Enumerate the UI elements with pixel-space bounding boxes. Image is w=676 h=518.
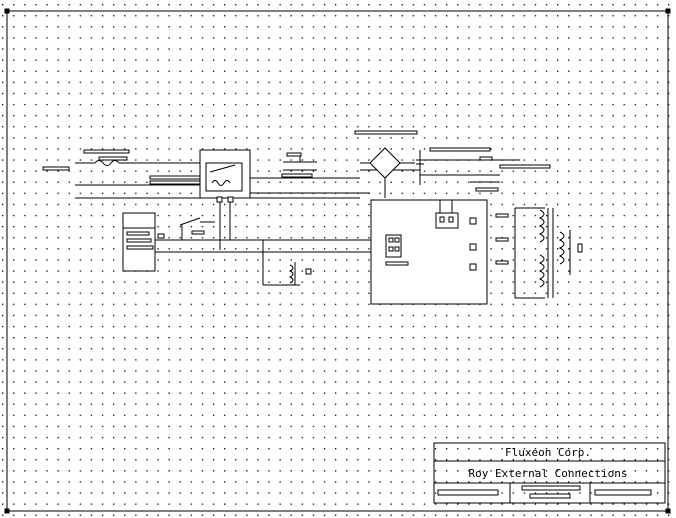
switch-s2 — [179, 217, 215, 240]
title-drawing-name: Roy External Connections — [469, 467, 628, 480]
enclosure-box — [370, 199, 488, 305]
title-company: Fluxeon Corp. — [505, 446, 591, 459]
transformer-t1 — [495, 207, 583, 299]
relay-k1 — [199, 149, 251, 250]
output-cluster — [416, 147, 551, 192]
drawing-frame — [4, 8, 671, 514]
controller-module — [122, 212, 385, 272]
bridge-rectifier — [354, 130, 418, 198]
switch-s1 — [281, 152, 317, 178]
coil-l1 — [262, 240, 312, 286]
title-block: Fluxeon Corp. Roy External Connections — [433, 442, 666, 504]
input-lead — [42, 149, 200, 171]
